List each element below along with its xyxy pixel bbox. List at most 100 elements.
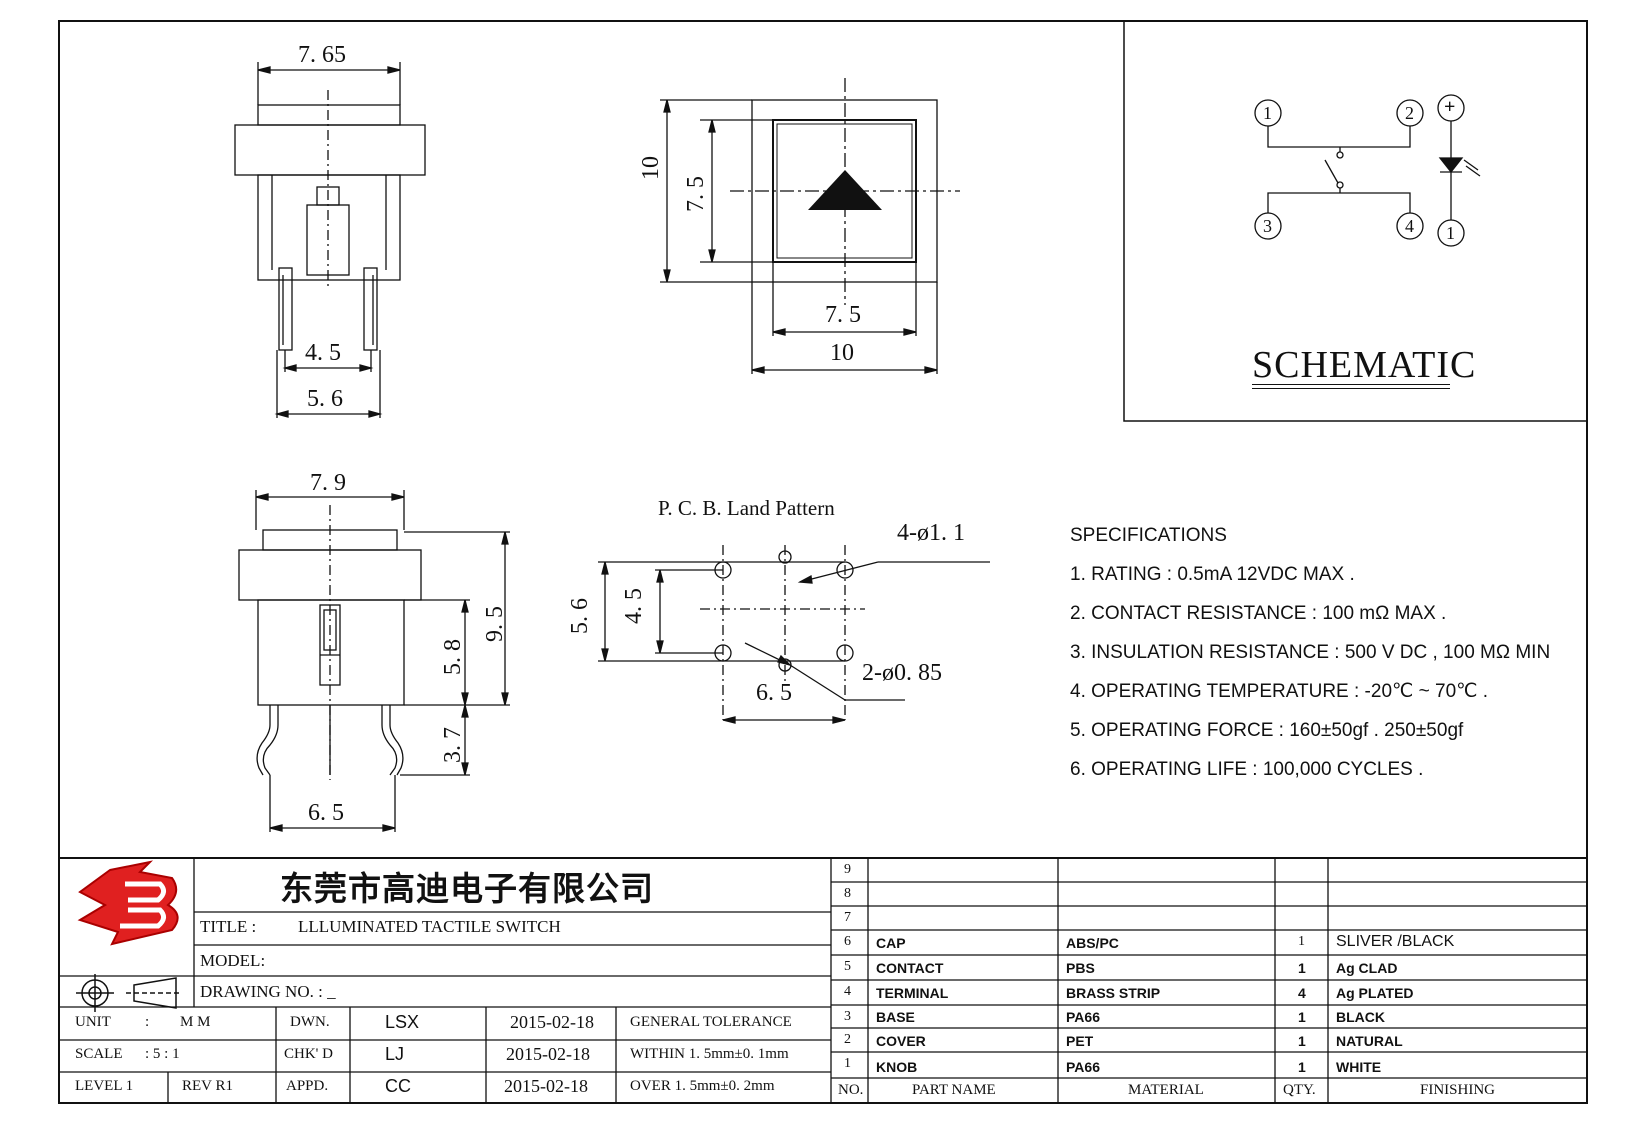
bom-header-material: MATERIAL	[1128, 1082, 1204, 1098]
bom-part: COVER	[876, 1033, 926, 1049]
bom-no: 9	[844, 862, 851, 877]
bom-header-finish: FINISHING	[1420, 1082, 1495, 1098]
dwn-label: DWN.	[290, 1014, 330, 1030]
appd-date: 2015-02-18	[504, 1076, 588, 1096]
appd-name: CC	[385, 1076, 411, 1096]
title-block-lines	[59, 857, 1587, 1103]
title-value: LLLUMINATED TACTILE SWITCH	[298, 917, 561, 936]
dim-side-total-height: 9. 5	[482, 606, 508, 642]
bom-qty: 1	[1298, 1033, 1306, 1049]
projection-symbol-icon	[76, 974, 182, 1012]
bom-qty: 1	[1298, 1059, 1306, 1075]
led-arrow-icon	[808, 170, 882, 210]
drawing-no-label: DRAWING NO. : _	[200, 982, 336, 1001]
dim-top-pin-outer: 5. 6	[307, 386, 343, 412]
chk-name: LJ	[385, 1044, 405, 1064]
bom-part: BASE	[876, 1009, 915, 1025]
bom-no: 1	[844, 1056, 851, 1071]
bom-no: 4	[844, 984, 851, 999]
bom-material: PET	[1066, 1033, 1094, 1049]
title-label: TITLE :	[200, 917, 257, 936]
bom-no: 2	[844, 1032, 851, 1047]
specifications: SPECIFICATIONS 1. RATING : 0.5mA 12VDC M…	[1070, 516, 1610, 789]
side-view-drawing	[238, 490, 510, 832]
dim-pcb-height-inner: 4. 5	[621, 588, 647, 624]
dim-side-pin-spacing: 6. 5	[308, 800, 344, 826]
level-label: LEVEL 1	[75, 1078, 134, 1094]
dim-top-pin-inner: 4. 5	[305, 340, 341, 366]
bom-material: ABS/PC	[1066, 935, 1119, 951]
bom-material: PA66	[1066, 1059, 1100, 1075]
bom-part: KNOB	[876, 1059, 918, 1075]
bom-header-qty: QTY.	[1283, 1082, 1316, 1098]
dwn-date: 2015-02-18	[510, 1012, 594, 1032]
spec-item: 5. OPERATING FORCE : 160±50gf . 250±50gf	[1070, 720, 1464, 741]
dim-front-inner-width: 7. 5	[825, 302, 861, 328]
dim-front-outer-height: 10	[638, 156, 664, 180]
dim-pcb-small-holes: 2-ø0. 85	[862, 660, 942, 686]
pcb-land-pattern-drawing	[598, 545, 990, 724]
dim-pcb-large-holes: 4-ø1. 1	[897, 520, 965, 546]
top-view-drawing	[234, 62, 426, 418]
spec-item: 1. RATING : 0.5mA 12VDC MAX .	[1070, 564, 1355, 585]
appd-label: APPD.	[286, 1078, 329, 1094]
schematic-drawing	[1254, 94, 1481, 247]
bom-part: TERMINAL	[876, 985, 949, 1001]
tolerance-over: OVER 1. 5mm±0. 2mm	[630, 1078, 775, 1094]
scale-value: : 5 : 1	[145, 1046, 180, 1062]
led-diode-icon	[1438, 157, 1464, 174]
scale-label: SCALE	[75, 1046, 123, 1062]
schematic-box	[1123, 20, 1588, 422]
bom-finish: Ag PLATED	[1336, 985, 1414, 1001]
dim-front-inner-height: 7. 5	[683, 176, 709, 212]
schematic-title: SCHEMATIC	[1252, 344, 1477, 386]
chk-label: CHK' D	[284, 1046, 333, 1062]
bom-qty: 1	[1298, 934, 1305, 949]
specifications-heading: SPECIFICATIONS	[1070, 525, 1227, 546]
dim-side-pin-length: 3. 7	[440, 727, 466, 763]
spec-item: 6. OPERATING LIFE : 100,000 CYCLES .	[1070, 759, 1424, 780]
spec-item: 2. CONTACT RESISTANCE : 100 mΩ MAX .	[1070, 603, 1447, 624]
schematic-title-underline	[1252, 384, 1450, 389]
bom-part: CONTACT	[876, 960, 944, 976]
bom-qty: 4	[1298, 985, 1306, 1001]
bom-no: 7	[844, 910, 851, 925]
schematic-led-minus-label: 1	[1446, 223, 1455, 243]
sheet-border	[58, 20, 1588, 1104]
bom-part: CAP	[876, 935, 906, 951]
spec-item: 4. OPERATING TEMPERATURE : -20℃ ~ 70℃ .	[1070, 681, 1489, 702]
unit-value: M M	[180, 1014, 211, 1030]
bom-material: PA66	[1066, 1009, 1100, 1025]
bom-material: BRASS STRIP	[1066, 985, 1161, 1001]
bom-qty: 1	[1298, 1009, 1306, 1025]
model-label: MODEL:	[200, 951, 266, 970]
bom-no: 5	[844, 959, 851, 974]
chk-date: 2015-02-18	[506, 1044, 590, 1064]
bom-no: 6	[844, 934, 851, 949]
company-name: 东莞市高迪电子有限公司	[280, 869, 654, 908]
bom-header-no: NO.	[838, 1082, 864, 1098]
tolerance-within: WITHIN 1. 5mm±0. 1mm	[630, 1046, 789, 1062]
unit-label: UNIT	[75, 1014, 111, 1030]
bom-material: PBS	[1066, 960, 1095, 976]
bom-no: 8	[844, 886, 851, 901]
tolerance-label: GENERAL TOLERANCE	[630, 1014, 792, 1030]
schematic-pin-4-label: 4	[1405, 216, 1414, 236]
schematic-pin-2-label: 2	[1405, 103, 1414, 123]
dim-top-width: 7. 65	[298, 42, 346, 68]
dim-front-outer-width: 10	[830, 340, 854, 366]
company-logo	[77, 860, 179, 946]
dim-pcb-width: 6. 5	[756, 680, 792, 706]
front-view-drawing	[660, 78, 960, 374]
bom-finish: WHITE	[1336, 1059, 1382, 1075]
rev-label: REV R1	[182, 1078, 233, 1094]
schematic-pin-3-label: 3	[1263, 216, 1272, 236]
bom-finish: BLACK	[1336, 1009, 1385, 1025]
schematic-led-plus-label: +	[1444, 96, 1456, 118]
bom-finish: NATURAL	[1336, 1033, 1403, 1049]
bom-finish: SLIVER /BLACK	[1336, 933, 1455, 950]
bom-header-part: PART NAME	[912, 1082, 996, 1098]
pcb-title: P. C. B. Land Pattern	[658, 496, 835, 520]
dim-side-body-height: 5. 8	[440, 639, 466, 675]
